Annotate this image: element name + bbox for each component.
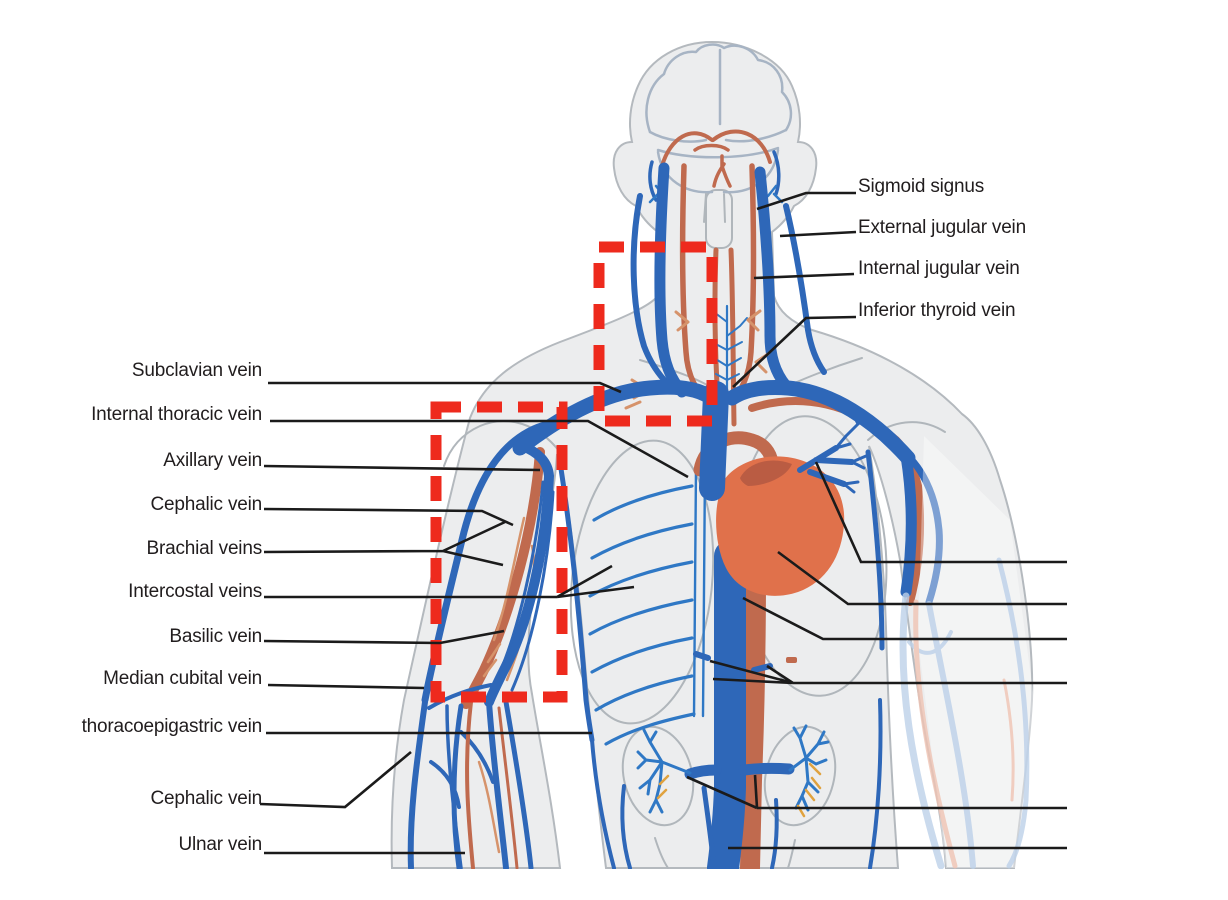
label-thoracoepigastric-vein: thoracoepigastric vein xyxy=(81,716,263,737)
artery-stub xyxy=(786,657,797,663)
basilic-vein xyxy=(484,441,554,707)
callout-sigmoid-signus xyxy=(756,191,856,211)
label-sigmoid-signus: Sigmoid signus xyxy=(858,176,985,197)
label-inferior-thyroid-vein: Inferior thyroid vein xyxy=(858,300,1016,321)
cephalic-vein-right xyxy=(894,444,943,606)
great-veins xyxy=(512,379,916,501)
callout-subclavian-vein xyxy=(268,381,622,394)
superior-vena-cava xyxy=(699,381,729,501)
carotid-artery-left xyxy=(679,163,701,393)
callout-axillary-vein xyxy=(263,464,541,472)
subclavian-vein-right xyxy=(724,380,916,466)
callout-cephalic-vein-lower xyxy=(259,751,412,809)
label-subclavian-vein: Subclavian vein xyxy=(131,360,262,381)
label-intercostal-veins: Intercostal veins xyxy=(128,581,262,602)
inferior-vena-cava-system xyxy=(684,540,797,884)
label-cephalic-vein-upper: Cephalic vein xyxy=(150,494,263,515)
inferior-vena-cava xyxy=(707,540,746,884)
callout-unlabeled-4 xyxy=(709,659,1067,685)
callout-internal-jugular-vein xyxy=(753,272,855,280)
right-arm-vessels xyxy=(748,397,1034,870)
label-internal-thoracic-vein: Internal thoracic vein xyxy=(91,404,262,425)
external-jugular-right xyxy=(783,203,827,375)
callout-brachial-veins xyxy=(263,520,506,567)
kidney-vein-trees xyxy=(636,724,830,818)
callout-unlabeled-2 xyxy=(777,550,1067,606)
callout-inferior-thyroid-vein xyxy=(732,315,857,388)
fade-overlay xyxy=(918,436,1034,868)
external-jugular-left xyxy=(630,193,671,387)
callout-median-cubital-vein xyxy=(267,683,425,690)
label-internal-jugular-vein: Internal jugular vein xyxy=(858,258,1020,279)
label-basilic-vein: Basilic vein xyxy=(169,626,262,647)
median-cubital-vein xyxy=(427,683,493,710)
callout-intercostal-veins xyxy=(264,564,635,599)
callout-unlabeled-1 xyxy=(814,461,1067,564)
callout-lines xyxy=(259,191,1067,855)
internal-thoracic-veins xyxy=(692,462,707,718)
bottom-margin xyxy=(0,869,1228,900)
label-axillary-vein: Axillary vein xyxy=(163,450,262,471)
pulmonary-trunk xyxy=(740,460,792,486)
callout-unlabeled-5 xyxy=(686,774,1067,810)
thoracoepigastric-vein xyxy=(557,459,595,743)
head-vessels xyxy=(648,129,784,204)
internal-jugular-right xyxy=(754,166,796,396)
carotid-artery-right xyxy=(737,163,757,393)
callout-cephalic-vein-upper xyxy=(263,507,514,527)
annotation-box-neck xyxy=(593,241,718,427)
subclavian-vein-left xyxy=(512,379,722,456)
heart-shape xyxy=(716,456,845,596)
torso-side-veins xyxy=(557,449,885,870)
annotation-box-arm xyxy=(430,401,568,703)
callout-basilic-vein xyxy=(263,629,505,645)
callout-unlabeled-3 xyxy=(742,596,1067,641)
heart xyxy=(716,410,870,596)
brachial-veins xyxy=(498,480,555,692)
label-brachial-veins: Brachial veins xyxy=(146,538,263,559)
faded-forearm-vessels xyxy=(899,557,1030,870)
internal-jugular-left xyxy=(654,162,688,398)
rib-veins xyxy=(588,462,707,746)
label-external-jugular-vein: External jugular vein xyxy=(858,217,1026,238)
label-median-cubital-vein: Median cubital vein xyxy=(103,668,262,689)
label-cephalic-vein-lower: Cephalic vein xyxy=(150,788,263,809)
renal-veins xyxy=(684,762,795,780)
callout-external-jugular-vein xyxy=(779,230,857,238)
callout-internal-thoracic-vein xyxy=(270,419,689,479)
label-ulnar-vein: Ulnar vein xyxy=(178,834,262,855)
axillary-vein-right xyxy=(900,450,917,598)
